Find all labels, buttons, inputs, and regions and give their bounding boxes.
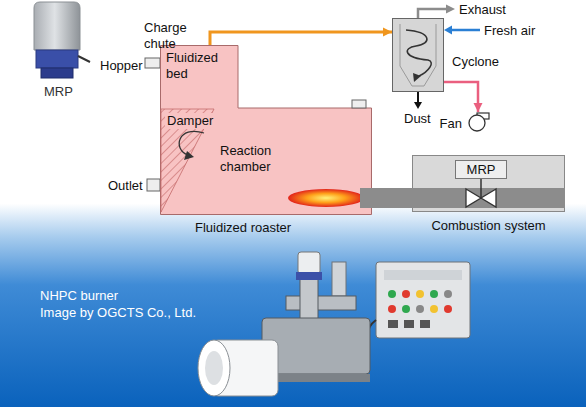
part-label: Damper — [165, 113, 215, 129]
part-label: Charge chute — [144, 20, 196, 51]
cyclone-box-shape — [392, 18, 444, 92]
node-label: Cyclone — [452, 54, 499, 70]
node-label: Fluidized roaster — [195, 220, 407, 236]
node-label: Fluidized bed — [166, 50, 232, 81]
device-label: MRP — [44, 84, 73, 100]
roaster-body: Fluidized roasterFluidized bedReaction c… — [160, 45, 372, 215]
node-label: Fan — [440, 116, 462, 132]
flow-label: Exhaust — [459, 2, 506, 18]
photo-caption: NHPC burner — [40, 288, 118, 304]
exhaust-arrow — [418, 5, 455, 19]
photo-credit: Image by OGCTS Co., Ltd. — [40, 305, 196, 321]
feed-boxes — [145, 58, 160, 191]
dust-arrow — [414, 92, 422, 109]
fuel-pipe — [372, 188, 412, 208]
fan-symbol: Fan — [466, 112, 490, 132]
flow-arrow — [210, 28, 392, 46]
mrp-box: MRP — [455, 160, 507, 179]
flow-arrow — [444, 82, 483, 112]
burner-photo — [198, 252, 470, 396]
fresh-air-arrow — [444, 26, 480, 35]
flow-label: Fresh air — [484, 23, 535, 39]
part-label: Hopper — [100, 58, 143, 74]
flow-label: Dust — [404, 111, 431, 127]
combustion-box: Combustion systemMRP — [412, 155, 565, 212]
fan-symbol-shape — [466, 112, 490, 132]
part-label: Outlet — [108, 178, 143, 194]
node-label: Reaction chamber — [220, 143, 288, 174]
bed-zone: Fluidized bed — [160, 45, 238, 108]
cyclone-box: Cyclone — [392, 18, 444, 92]
node-label: Combustion system — [412, 218, 565, 234]
mrp-device — [34, 2, 90, 78]
node-label: MRP — [467, 162, 496, 178]
roaster-body-shape — [160, 45, 372, 215]
chamber-zone: Reaction chamber — [214, 138, 294, 184]
